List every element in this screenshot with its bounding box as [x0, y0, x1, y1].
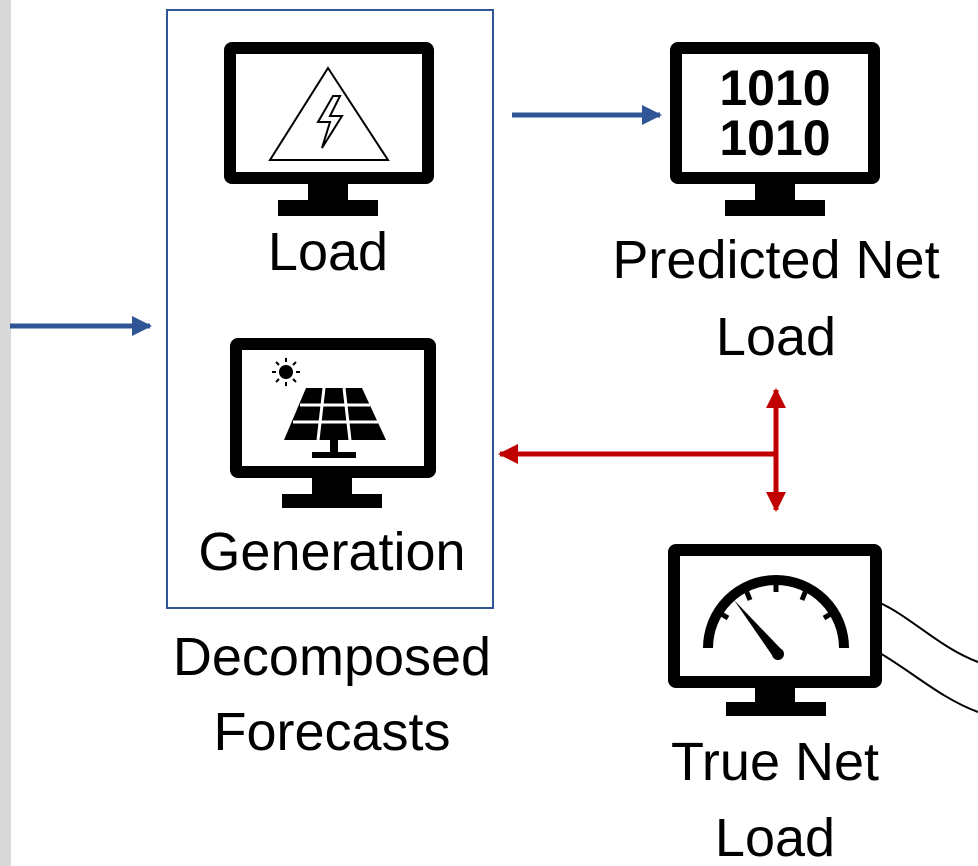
load-label: Load: [268, 222, 388, 282]
decomposed-forecasts-box: [166, 9, 494, 609]
predicted-net-load-label-line1: Predicted Net: [612, 230, 939, 290]
solar-panel-icon: [230, 338, 436, 508]
true-net-load-label-line1: True Net: [671, 732, 879, 792]
binary-1010-icon: 1010 1010: [670, 42, 880, 216]
sun-icon: [272, 358, 300, 386]
decomposed-forecasts-label-line2: Forecasts: [213, 702, 450, 762]
connector-curve-upper: [877, 601, 978, 663]
true-net-load-label-line2: Load: [715, 808, 835, 866]
generation-label: Generation: [198, 522, 465, 582]
decomposed-forecasts-label-line1: Decomposed: [173, 627, 491, 687]
predicted-net-load-label-line2: Load: [716, 307, 836, 367]
binary-line1: 1010: [719, 60, 830, 116]
comparison-arrows: [498, 388, 786, 512]
left-edge-strip: [0, 0, 11, 866]
connector-curve-lower: [877, 651, 978, 713]
gauge-icon: [668, 544, 882, 716]
binary-line2: 1010: [719, 110, 830, 166]
lightning-warning-icon: [224, 42, 434, 216]
